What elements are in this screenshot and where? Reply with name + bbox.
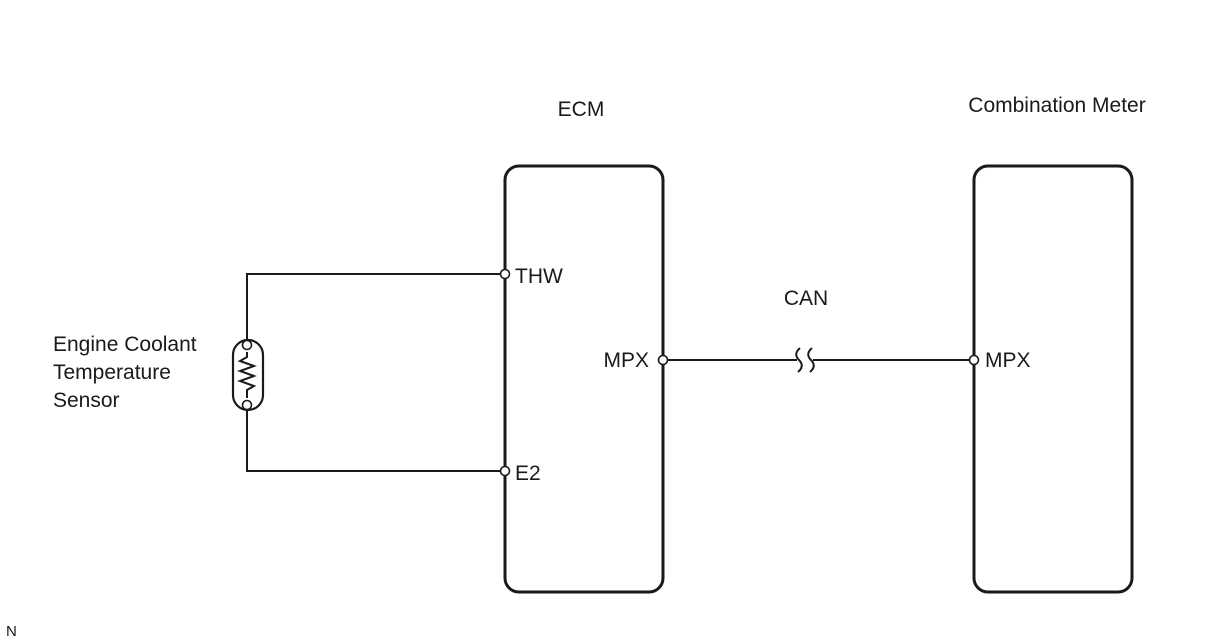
ecm-box (503, 164, 665, 594)
ecm-title: ECM (558, 98, 605, 121)
footer-code: N (6, 623, 17, 640)
ecm-thw-label: THW (515, 265, 563, 288)
meter-mpx-label: MPX (985, 349, 1031, 372)
e2-wire (246, 405, 505, 472)
can-label: CAN (784, 287, 828, 310)
thw-wire (246, 273, 505, 345)
meter-box (972, 164, 1134, 594)
sensor-label-line-2: Temperature (53, 361, 171, 384)
ecm-thw-terminal (499, 268, 511, 280)
sensor-body (231, 338, 265, 412)
meter-mpx-terminal (968, 354, 980, 366)
ecm-mpx-label: MPX (603, 349, 649, 372)
coolant-sensor-symbol (231, 338, 265, 412)
meter-title: Combination Meter (968, 94, 1145, 117)
sensor-terminal-bottom (241, 399, 253, 411)
ecm-e2-terminal (499, 465, 511, 477)
ecm-e2-label: E2 (515, 462, 541, 485)
ecm-mpx-terminal (657, 354, 669, 366)
resistor-icon (237, 352, 257, 398)
line-break-icon (795, 347, 815, 373)
sensor-label-line-1: Engine Coolant (53, 333, 197, 356)
sensor-terminal-top (241, 339, 253, 351)
sensor-label-line-3: Sensor (53, 389, 120, 412)
